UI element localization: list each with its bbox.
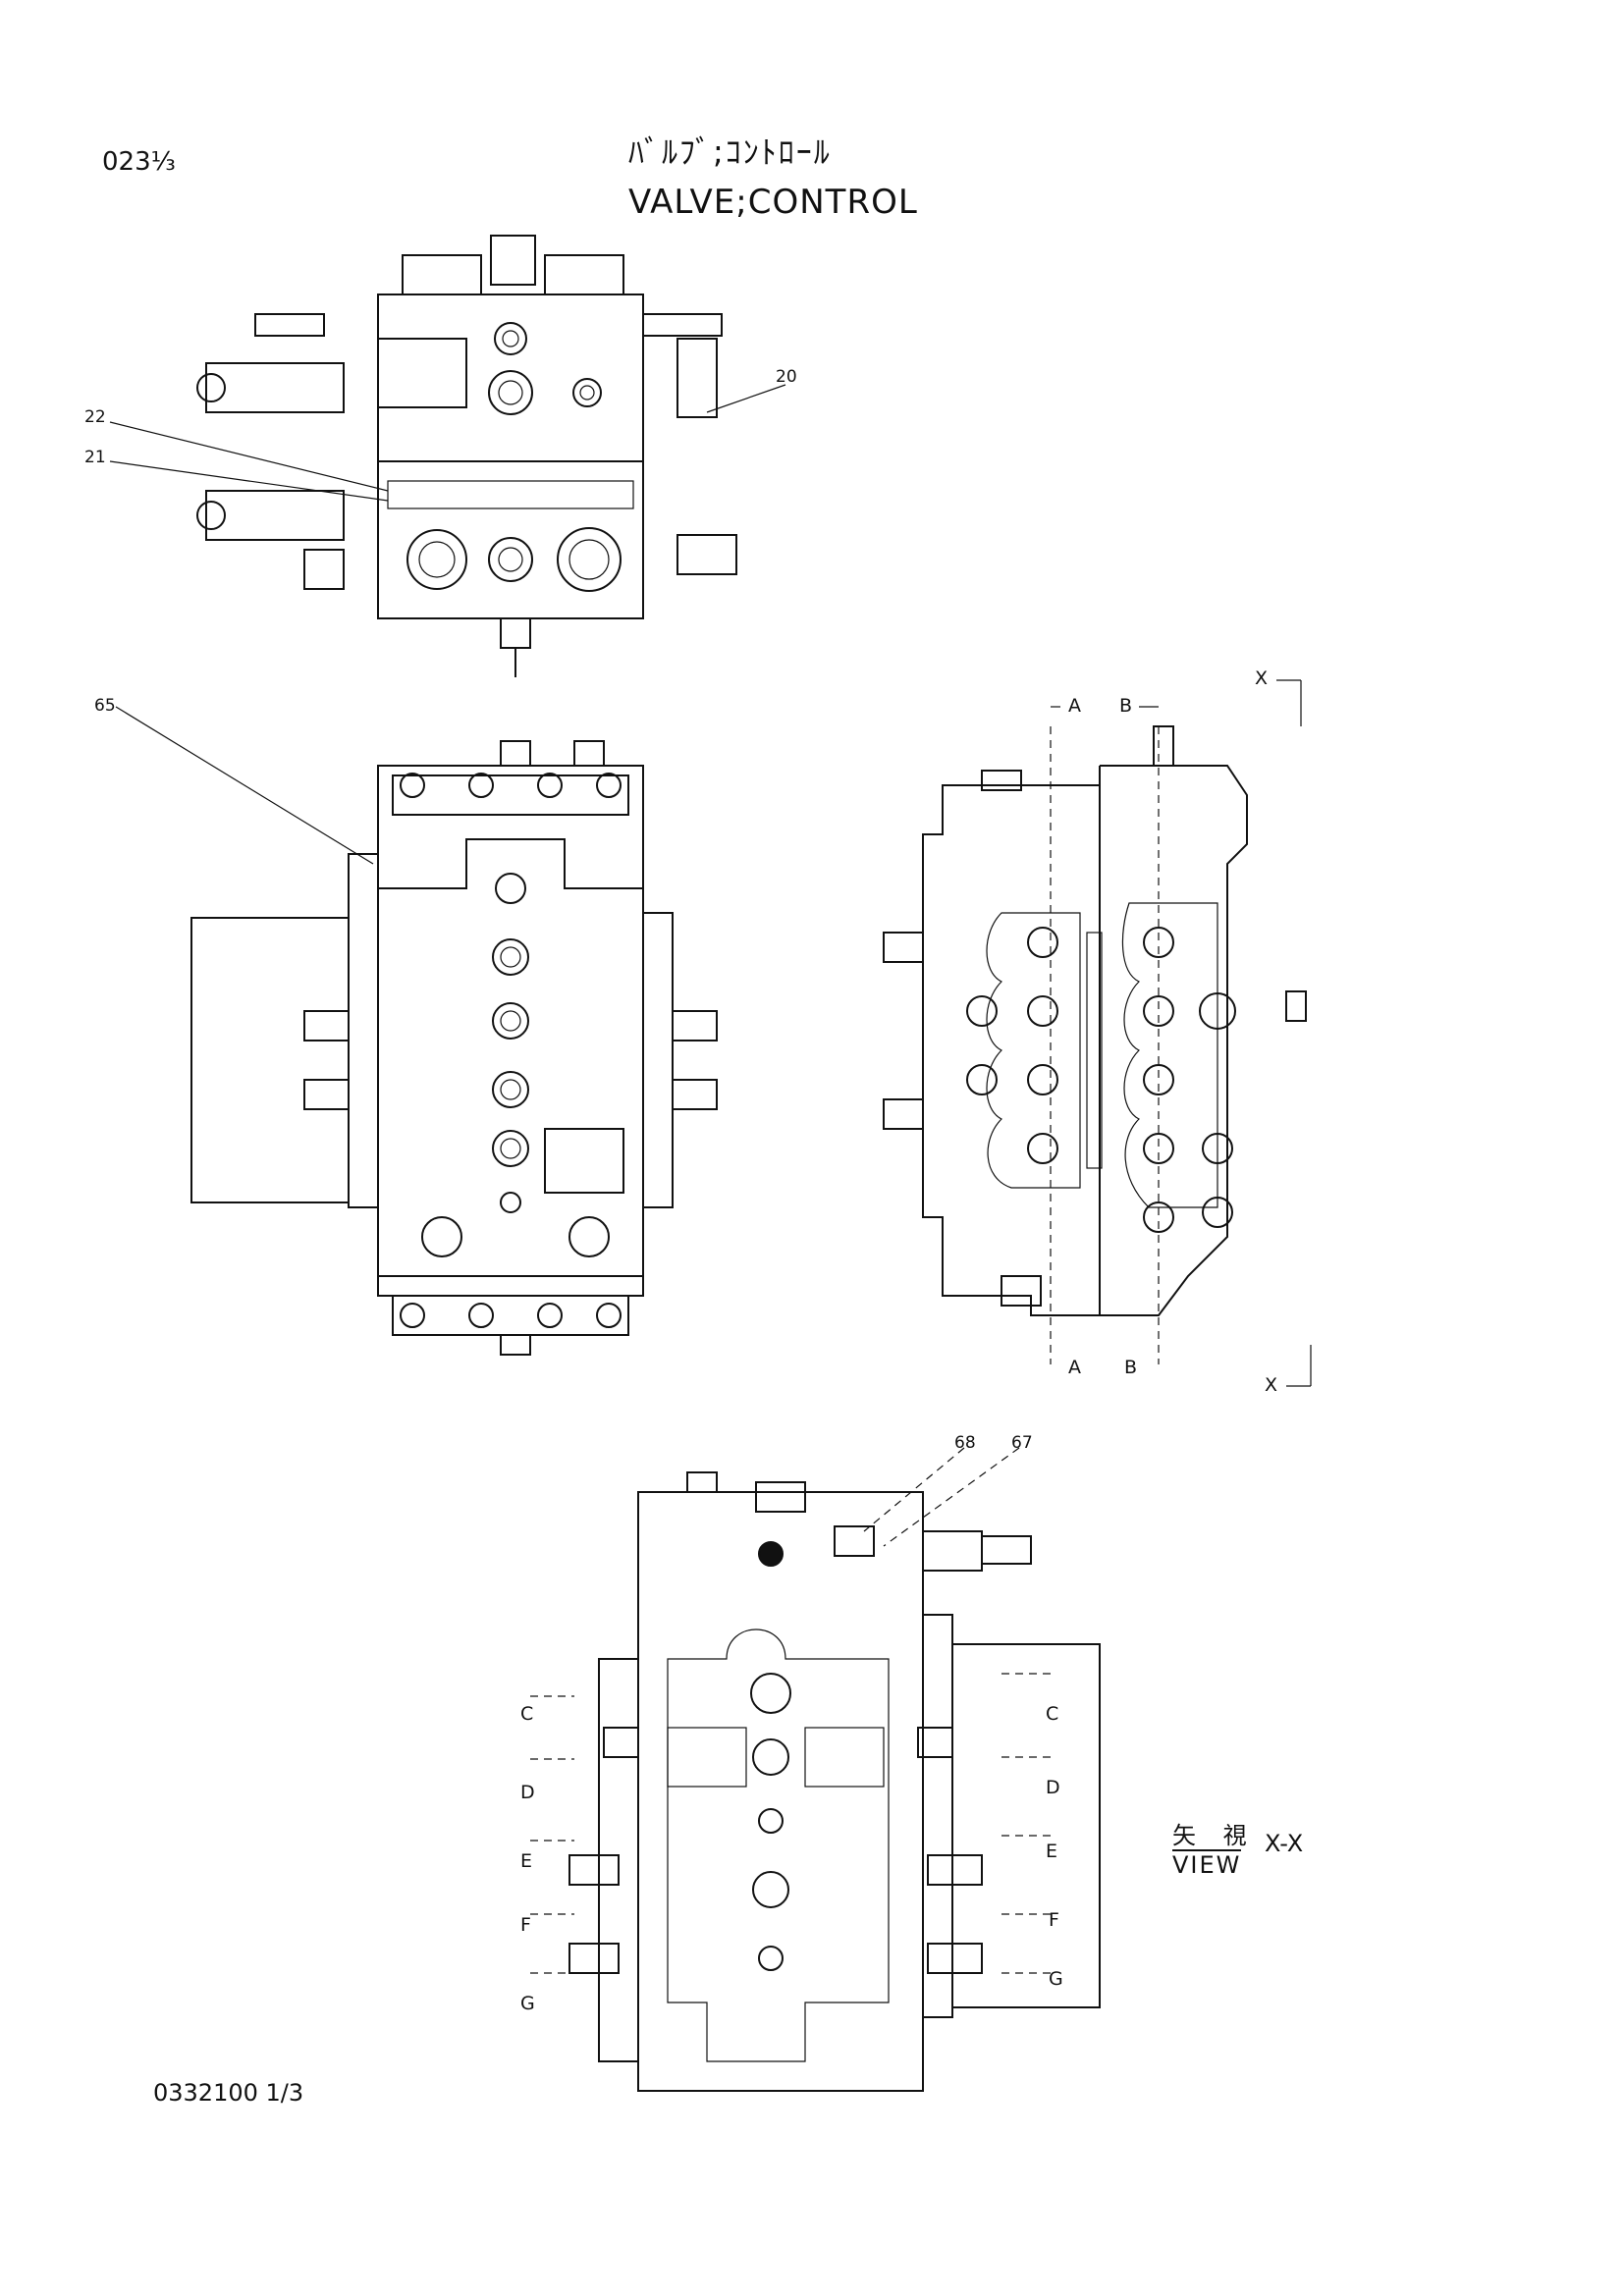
- section-g-left: G: [520, 1993, 535, 2014]
- section-g-right: G: [1049, 1968, 1063, 1990]
- section-x-top: X: [1255, 667, 1269, 689]
- section-f-left: F: [520, 1914, 531, 1936]
- section-x-bottom: X: [1265, 1374, 1278, 1396]
- side-view: [883, 725, 1307, 1316]
- callout-20: 20: [776, 367, 797, 387]
- section-a-bottom: A: [1068, 1357, 1081, 1378]
- title-english: VALVE;CONTROL: [628, 183, 918, 222]
- section-e-left: E: [520, 1850, 533, 1872]
- view-label-suffix: X-X: [1265, 1830, 1304, 1857]
- top-view: [196, 235, 737, 677]
- view-label-en: VIEW: [1172, 1849, 1242, 1879]
- page-number: 023⅓: [102, 147, 176, 177]
- section-b-bottom: B: [1124, 1357, 1138, 1378]
- section-c-right: C: [1046, 1703, 1059, 1725]
- view-label-jp: 矢 視: [1172, 1822, 1257, 1849]
- section-f-right: F: [1049, 1909, 1059, 1931]
- section-e-right: E: [1046, 1841, 1058, 1862]
- title-japanese: ﾊﾞﾙﾌﾞ;ｺﾝﾄﾛｰﾙ: [628, 133, 832, 171]
- callout-65: 65: [94, 696, 116, 716]
- section-c-left: C: [520, 1703, 534, 1725]
- drawing-number: 0332100 1/3: [153, 2079, 304, 2107]
- callout-67: 67: [1011, 1433, 1033, 1453]
- view-xx: [568, 1471, 1101, 2092]
- section-d-left: D: [520, 1782, 535, 1803]
- callout-22: 22: [84, 407, 106, 427]
- callout-21: 21: [84, 448, 106, 467]
- view-label: 矢 視 VIEW X-X: [1166, 1816, 1314, 1885]
- section-d-right: D: [1046, 1777, 1060, 1798]
- front-view: [190, 740, 718, 1356]
- callout-68: 68: [954, 1433, 976, 1453]
- section-a-top: A: [1068, 695, 1081, 717]
- section-b-top: B: [1119, 695, 1133, 717]
